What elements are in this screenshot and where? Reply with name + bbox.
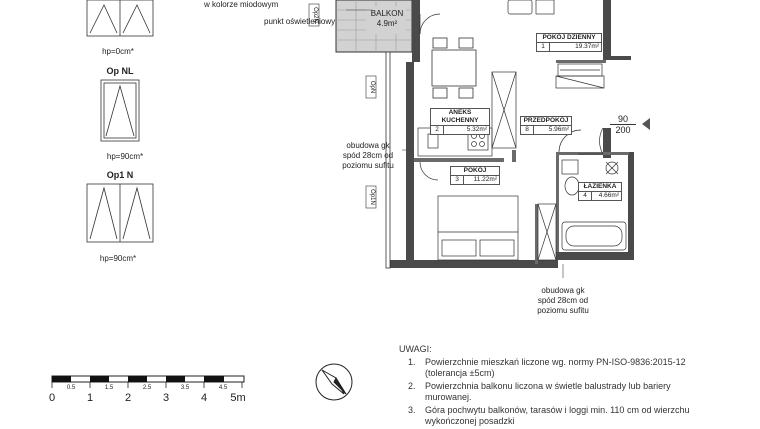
note-number: 3.: [408, 405, 416, 415]
casing-left-note: obudowa gk spód 28cm od poziomu sufitu: [336, 141, 400, 171]
window-tag-opn: OpN: [369, 81, 375, 93]
window-elevation-op1n: [86, 183, 154, 243]
window-opnl-name: Op NL: [107, 66, 134, 76]
window-top-caption: hp=0cm*: [102, 47, 134, 56]
room-number: 2: [431, 126, 444, 134]
balcony-door: [419, 13, 441, 35]
scale-minor-label: 3.5: [181, 385, 190, 391]
balcony-area: [335, 0, 413, 53]
entry-door: [578, 127, 604, 155]
note-number: 2.: [408, 381, 416, 391]
scale-major-label: 2: [125, 392, 131, 404]
room-label-bathroom: ŁAZIENKA 4 4.66m²: [578, 182, 622, 201]
note-item: 1. Powierzchnie mieszkań liczone wg. norm…: [399, 357, 719, 379]
exterior-walls: [385, 0, 634, 269]
scale-major-label: 5m: [230, 392, 245, 404]
interior-walls: [414, 60, 629, 264]
scale-minor-label: 2.5: [143, 385, 152, 391]
room-area: 5.32m²: [466, 126, 487, 133]
casing-left-line: poziomu sufitu: [342, 161, 394, 170]
room-name: POKÓJ DZIENNY: [537, 34, 601, 43]
casing-left-line: obudowa gk: [346, 141, 390, 150]
window-tags: OpN Op1N Op2N: [308, 3, 377, 209]
scale-minor-label: 4.5: [219, 385, 228, 391]
room-label-living: POKÓJ DZIENNY 1 19.37m²: [536, 33, 602, 52]
room-label-bedroom: POKÓJ 3 11.22m²: [450, 166, 500, 185]
annotation-leaders: [346, 9, 564, 278]
window-opnl-caption: hp=90cm*: [107, 152, 143, 161]
room-name: PRZEDPOKÓJ: [521, 117, 571, 126]
scale-minor-label: 1.5: [105, 385, 114, 391]
balcony-name: BALKON: [371, 9, 404, 18]
room-number: 1: [537, 43, 550, 51]
door-width: 90: [610, 114, 636, 125]
window-tag-op2n: Op2N: [312, 7, 318, 23]
scale-major-label: 1: [87, 392, 93, 404]
light-point-label: punkt oświetleniowy: [264, 17, 336, 26]
bedroom-bed: [437, 195, 519, 261]
color-note-label: w kolorze miodowym: [204, 0, 279, 9]
note-item: 2. Powierzchnia balkonu liczona w świetle…: [399, 381, 719, 403]
scale-bar: [51, 375, 245, 388]
balcony-area-value: 4.9m²: [377, 19, 398, 28]
room-name: POKÓJ: [451, 167, 499, 176]
entry-arrow-icon: [642, 118, 650, 130]
note-number: 1.: [408, 357, 416, 367]
casing-bottom-note: obudowa gk spód 28cm od poziomu sufitu: [528, 286, 598, 316]
notes-list: 1. Powierzchnie mieszkań liczone wg. norm…: [399, 357, 719, 427]
casing-bottom-line: obudowa gk: [541, 286, 585, 295]
note-item: 3. Góra pochwytu balkonów, tarasów i logg…: [399, 405, 719, 427]
room-number: 3: [451, 176, 464, 184]
room-name: ŁAZIENKA: [579, 183, 621, 192]
casing-left-line: spód 28cm od: [342, 151, 394, 160]
room-label-hall: PRZEDPOKÓJ 8 5.96m²: [520, 116, 572, 135]
room-area: 11.22m²: [473, 176, 497, 183]
scale-major-label: 3: [163, 392, 169, 404]
notes-heading: UWAGI:: [399, 344, 432, 354]
hallway-wardrobe: [491, 71, 605, 149]
note-text: Powierzchnie mieszkań liczone wg. normy …: [425, 357, 686, 378]
casing-bottom-line: poziomu sufitu: [537, 306, 589, 315]
north-arrow-icon: [315, 363, 353, 401]
room-area: 19.37m²: [575, 43, 599, 50]
scale-major-label: 4: [201, 392, 207, 404]
room-area: 4.66m²: [598, 192, 619, 199]
note-text: Góra pochwytu balkonów, tarasów i loggi …: [425, 405, 690, 426]
room-number: 4: [579, 192, 592, 200]
window-op1n-name: Op1 N: [107, 170, 134, 180]
bedroom-door: [419, 161, 439, 181]
room-label-kitchen: ANEKS KUCHENNY 2 5.32m²: [430, 108, 490, 135]
window-op1n-caption: hp=90cm*: [100, 254, 136, 263]
casing-bottom-line: spód 28cm od: [537, 296, 589, 305]
window-elevation-top: [86, 0, 154, 37]
window-tag-op1n: Op1N: [369, 189, 375, 205]
room-area: 5.96m²: [548, 126, 569, 133]
door-height: 200: [615, 125, 631, 135]
scale-major-label: 0: [49, 392, 55, 404]
scale-minor-label: 0.5: [67, 385, 76, 391]
window-elevation-opnl: [100, 79, 140, 142]
door-size-label: 90 200: [610, 114, 636, 135]
dining-table: [431, 37, 477, 99]
room-name: ANEKS KUCHENNY: [431, 109, 489, 126]
bedroom-wardrobe: [537, 203, 557, 261]
bathroom-fixtures: [558, 129, 627, 251]
room-number: 8: [521, 126, 534, 134]
note-text: Powierzchnia balkonu liczona w świetle b…: [425, 381, 671, 402]
notes-section: UWAGI: 1. Powierzchnie mieszkań liczone w…: [399, 344, 719, 429]
